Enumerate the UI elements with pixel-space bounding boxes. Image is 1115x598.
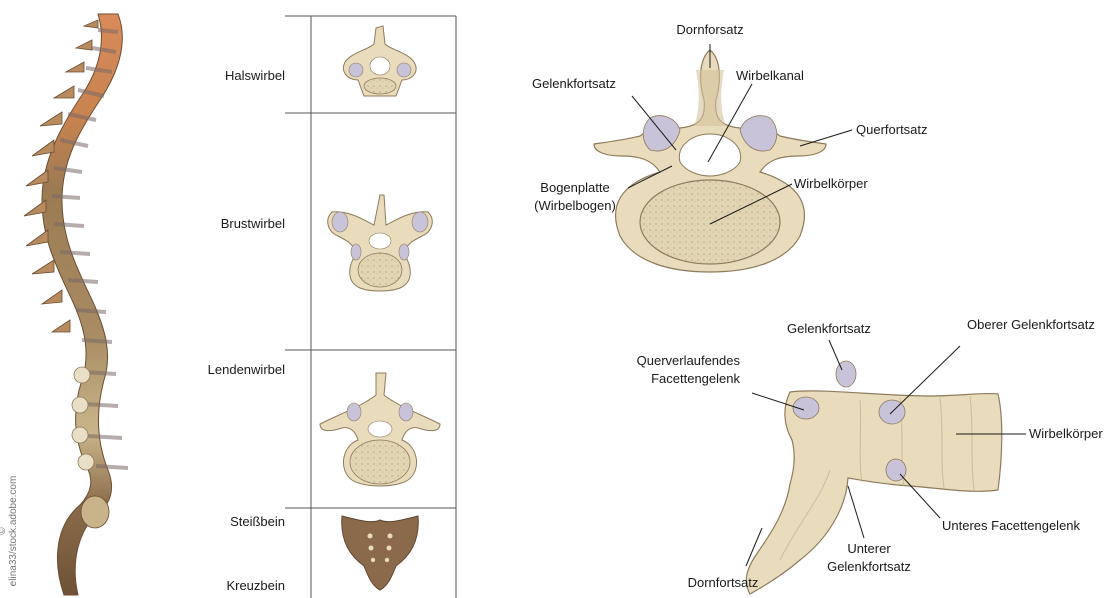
- label-vertebral-canal: Wirbelkanal: [736, 68, 804, 84]
- label-lamina-1: Bogenplatte: [520, 180, 630, 196]
- image-credit: © elina33/stock.adobe.com: [0, 471, 19, 591]
- label-transverse-facet-2: Facettengelenk: [630, 371, 740, 387]
- label-inferior-articular-2: Gelenkfortsatz: [814, 559, 924, 575]
- label-cervical: Halswirbel: [190, 68, 285, 84]
- label-lumbar: Lendenwirbel: [190, 362, 285, 378]
- label-superior-articular-process: Oberer Gelenkfortsatz: [967, 317, 1095, 333]
- thoracic-vertebra-icon: [328, 195, 433, 291]
- label-coccyx: Steißbein: [190, 514, 285, 530]
- lumbar-vertebra-icon: [320, 373, 440, 486]
- label-sacrum: Kreuzbein: [190, 578, 285, 594]
- label-lamina-2: (Wirbelbogen): [520, 198, 630, 214]
- label-spinous-process-top: Dornforsatz: [660, 22, 760, 38]
- label-thoracic: Brustwirbel: [190, 216, 285, 232]
- label-inferior-facet-joint: Unteres Facettengelenk: [942, 518, 1080, 534]
- label-vertebral-body-side: Wirbelkörper: [1029, 426, 1103, 442]
- label-articular-process-side: Gelenkfortsatz: [787, 321, 871, 337]
- sacrum-icon: [342, 516, 419, 590]
- label-inferior-articular-1: Unterer: [814, 541, 924, 557]
- label-articular-process-top: Gelenkfortsatz: [532, 76, 616, 92]
- label-vertebral-body-top: Wirbelkörper: [794, 176, 868, 192]
- label-transverse-facet-1: Querverlaufendes: [630, 353, 740, 369]
- label-spinous-process-side: Dornfortsatz: [668, 575, 778, 591]
- cervical-vertebra-icon: [343, 26, 416, 96]
- spine-side-view: [24, 14, 128, 595]
- region-table: [285, 16, 456, 598]
- label-transverse-process: Querfortsatz: [856, 122, 928, 138]
